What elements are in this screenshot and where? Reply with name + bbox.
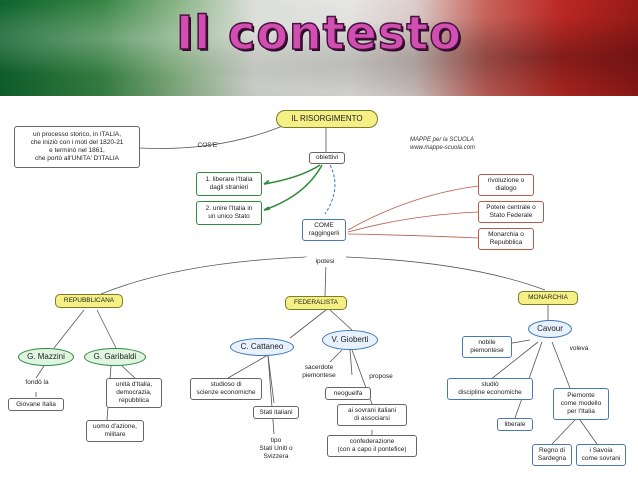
node-gioberti: V. Gioberti — [322, 330, 378, 350]
label-propose: propose — [369, 373, 393, 380]
credit: MAPPE per la SCUOLA www.mappe-scuola.com — [410, 136, 475, 152]
node-piemonte: Piemonte come modello per l'Italia — [553, 388, 609, 420]
node-sovrani: ai sovrani italiani di associarsi — [337, 404, 407, 426]
title-banner: Il contesto — [0, 0, 638, 96]
link-federalista — [324, 261, 327, 297]
label-cose: COS'E' — [197, 142, 219, 149]
node-tipo: tipo Stati Uniti o Svizzera — [259, 437, 293, 460]
node-garibaldi: G. Garibaldi — [84, 348, 146, 366]
link-goal2 — [263, 164, 323, 211]
page-title: Il contesto — [175, 5, 462, 61]
node-monarchia: MONARCHIA — [518, 291, 578, 305]
node-risorgimento: IL RISORGIMENTO — [276, 110, 378, 128]
link-definition — [139, 124, 286, 149]
node-regno: Regno di Sardegna — [532, 444, 572, 466]
node-sacerdote: sacerdote piemontese — [302, 364, 336, 379]
label-voleva: voleva — [569, 345, 589, 352]
node-obiettivi: obiettivi — [309, 152, 345, 164]
node-rivoluzione: rivoluzione o dialogo — [478, 174, 534, 196]
node-cattaneo: C. Cattaneo — [230, 338, 294, 356]
node-goal2: 2. unire l'Italia in un unico Stato — [196, 201, 262, 225]
node-studio: studiò discipline economiche — [447, 378, 533, 400]
link-goal1 — [263, 164, 321, 185]
flag-texture — [0, 0, 638, 96]
node-uomo: uomo d'azione, militare — [86, 420, 144, 442]
node-liberale: liberale — [497, 418, 533, 431]
node-goal1: 1. liberare l'Italia dagli stranieri — [196, 172, 262, 196]
node-definition: un processo storico, in ITALIA, che iniz… — [14, 126, 140, 168]
node-come: COME raggingerli — [302, 219, 346, 241]
credit-name: MAPPE per la SCUOLA — [410, 137, 475, 143]
node-repubblicana: REPUBBLICANA — [55, 294, 123, 308]
node-stati-italiani: Stati italiani — [253, 406, 299, 419]
label-fondo: fondò la — [25, 379, 49, 386]
link-come — [324, 164, 336, 215]
node-confederazione: confederazione (con a capo il pontefice) — [327, 435, 417, 457]
node-federalista: FEDERALISTA — [285, 296, 347, 310]
node-potere: Potere centrale o Stato Federale — [478, 201, 544, 223]
credit-url: www.mappe-scuola.com — [410, 145, 476, 151]
node-mazzini: G. Mazzini — [18, 348, 74, 366]
node-cavour: Cavour — [528, 320, 572, 338]
label-ipotesi: ipotesi — [305, 257, 345, 267]
node-savoia: i Savoia come sovrani — [576, 444, 626, 466]
link-monarchia — [345, 256, 546, 291]
node-nobile: nobile piemontese — [462, 336, 512, 358]
node-unita: unità d'Italia, democrazia, repubblica — [106, 378, 162, 408]
node-studioso: studioso di scienze economiche — [190, 378, 262, 400]
link-repubblicana — [100, 256, 308, 295]
node-monarchia-question: Monarchia o Repubblica — [478, 228, 534, 250]
node-giovane-italia: Giovane Italia — [8, 398, 64, 411]
node-neoguelfa: neoguelfa — [325, 387, 371, 400]
